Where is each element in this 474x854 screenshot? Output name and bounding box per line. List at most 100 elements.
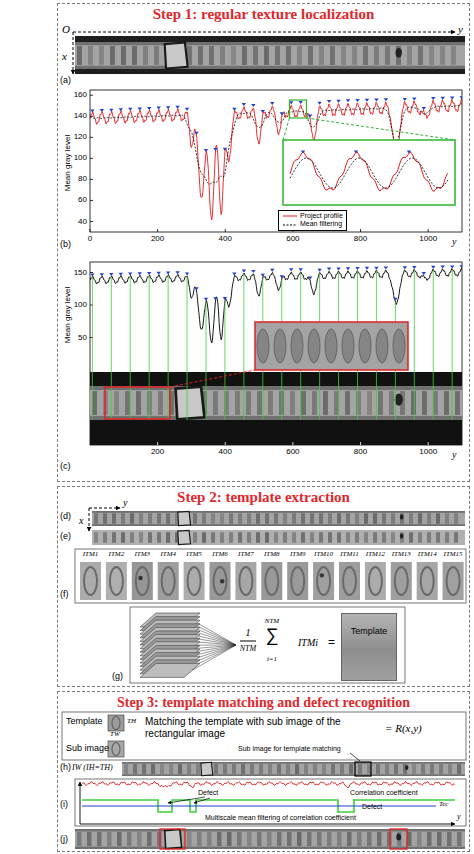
texture-band: [347, 832, 352, 846]
peak-marker: [298, 101, 302, 104]
texture-band: [223, 764, 227, 774]
texture-band: [265, 532, 269, 543]
texture-unit: [376, 329, 388, 363]
patch-label: ITM11: [340, 551, 359, 559]
texture-band: [454, 513, 458, 524]
texture-band: [437, 832, 442, 846]
texture-band: [103, 513, 107, 524]
texture-unit: [393, 329, 405, 363]
peak-marker: [90, 273, 94, 276]
texture-band: [121, 532, 125, 543]
texture-band: [319, 532, 323, 543]
texture-band: [136, 391, 141, 415]
peak-marker: [270, 102, 274, 105]
tick-label: 100: [74, 154, 87, 163]
peak-marker: [119, 108, 123, 111]
texture-band: [247, 832, 252, 846]
peak-marker: [280, 275, 284, 278]
patch-label: ITM1: [83, 551, 99, 559]
tick-label: 400: [219, 448, 232, 457]
texture-band: [457, 764, 461, 774]
peak-marker: [109, 109, 113, 112]
texture-band: [287, 832, 292, 846]
peak-marker: [459, 265, 462, 268]
template-patch: [158, 562, 179, 600]
formula-term: ∑: [266, 626, 279, 646]
step-panel: Step 1: regular texture localization: [57, 3, 470, 482]
axis-label: O: [62, 23, 70, 35]
texture-band: [427, 513, 431, 524]
template-patch: [80, 562, 101, 600]
texture-band: [178, 764, 182, 774]
texture-boundary: [187, 277, 188, 420]
texture-band: [427, 532, 431, 543]
texture-band: [317, 832, 322, 846]
zoom-region: [105, 387, 170, 419]
texture-band: [256, 532, 260, 543]
texture-band: [429, 46, 434, 65]
defect-object: [201, 762, 213, 775]
texture-band: [337, 513, 341, 524]
patch-label: ITM2: [109, 551, 125, 559]
texture-unit: [265, 567, 278, 595]
template-patch: [391, 562, 412, 600]
tick-label: 200: [151, 235, 164, 244]
texture-band: [323, 391, 328, 415]
tick-mark: [157, 442, 158, 445]
texture-band: [139, 513, 143, 524]
tick-label: 160: [74, 91, 87, 100]
texture-strip: [92, 530, 465, 545]
texture-band: [99, 46, 104, 65]
texture-band: [169, 764, 173, 774]
tick-mark: [360, 442, 361, 445]
texture-band: [292, 532, 296, 543]
texture-band: [247, 513, 251, 524]
texture-band: [367, 832, 372, 846]
texture-band: [77, 832, 82, 846]
texture-band: [400, 513, 404, 524]
texture-band: [193, 513, 197, 524]
texture-band: [121, 46, 126, 65]
texture-band: [227, 832, 232, 846]
texture-unit: [291, 329, 303, 363]
panel-letter: (d): [60, 512, 71, 522]
texture-boundary: [168, 276, 169, 420]
tick-label: 120: [74, 133, 87, 142]
texture-unit: [369, 567, 382, 595]
texture-band: [337, 532, 341, 543]
texture-band: [387, 832, 392, 846]
texture-band: [151, 764, 155, 774]
peak-marker: [128, 272, 132, 275]
defect-spot: [405, 765, 408, 770]
axis-label: IW (IH=TH): [72, 764, 113, 773]
tick-mark: [428, 442, 429, 445]
tick-mark: [428, 229, 429, 232]
texture-band: [88, 46, 93, 65]
texture-band: [385, 46, 390, 65]
texture-band: [313, 764, 317, 774]
formula-term: i=1: [267, 656, 277, 664]
tick-label: 600: [286, 235, 299, 244]
texture-band: [457, 832, 462, 846]
defect-spot: [395, 393, 403, 405]
defect-spot: [395, 48, 401, 58]
formula-term: 1: [246, 627, 251, 638]
peak-marker: [194, 132, 198, 135]
peak-marker: [403, 98, 407, 101]
tick-mark: [90, 158, 93, 159]
texture-band: [220, 532, 224, 543]
zoom-ground: [255, 322, 408, 370]
peak-marker: [441, 97, 445, 100]
texture-band: [358, 764, 362, 774]
profile-curve: [90, 99, 462, 220]
texture-band: [396, 46, 401, 65]
texture-band: [367, 391, 372, 415]
fraction-bar: [240, 641, 256, 642]
panel-letter: (g): [112, 672, 123, 682]
tick-label: 1000: [419, 448, 437, 457]
texture-band: [257, 391, 262, 415]
texture-band: [274, 532, 278, 543]
texture-band: [286, 46, 291, 65]
axis-label: TW: [110, 731, 120, 739]
box-label: Template: [351, 626, 388, 636]
